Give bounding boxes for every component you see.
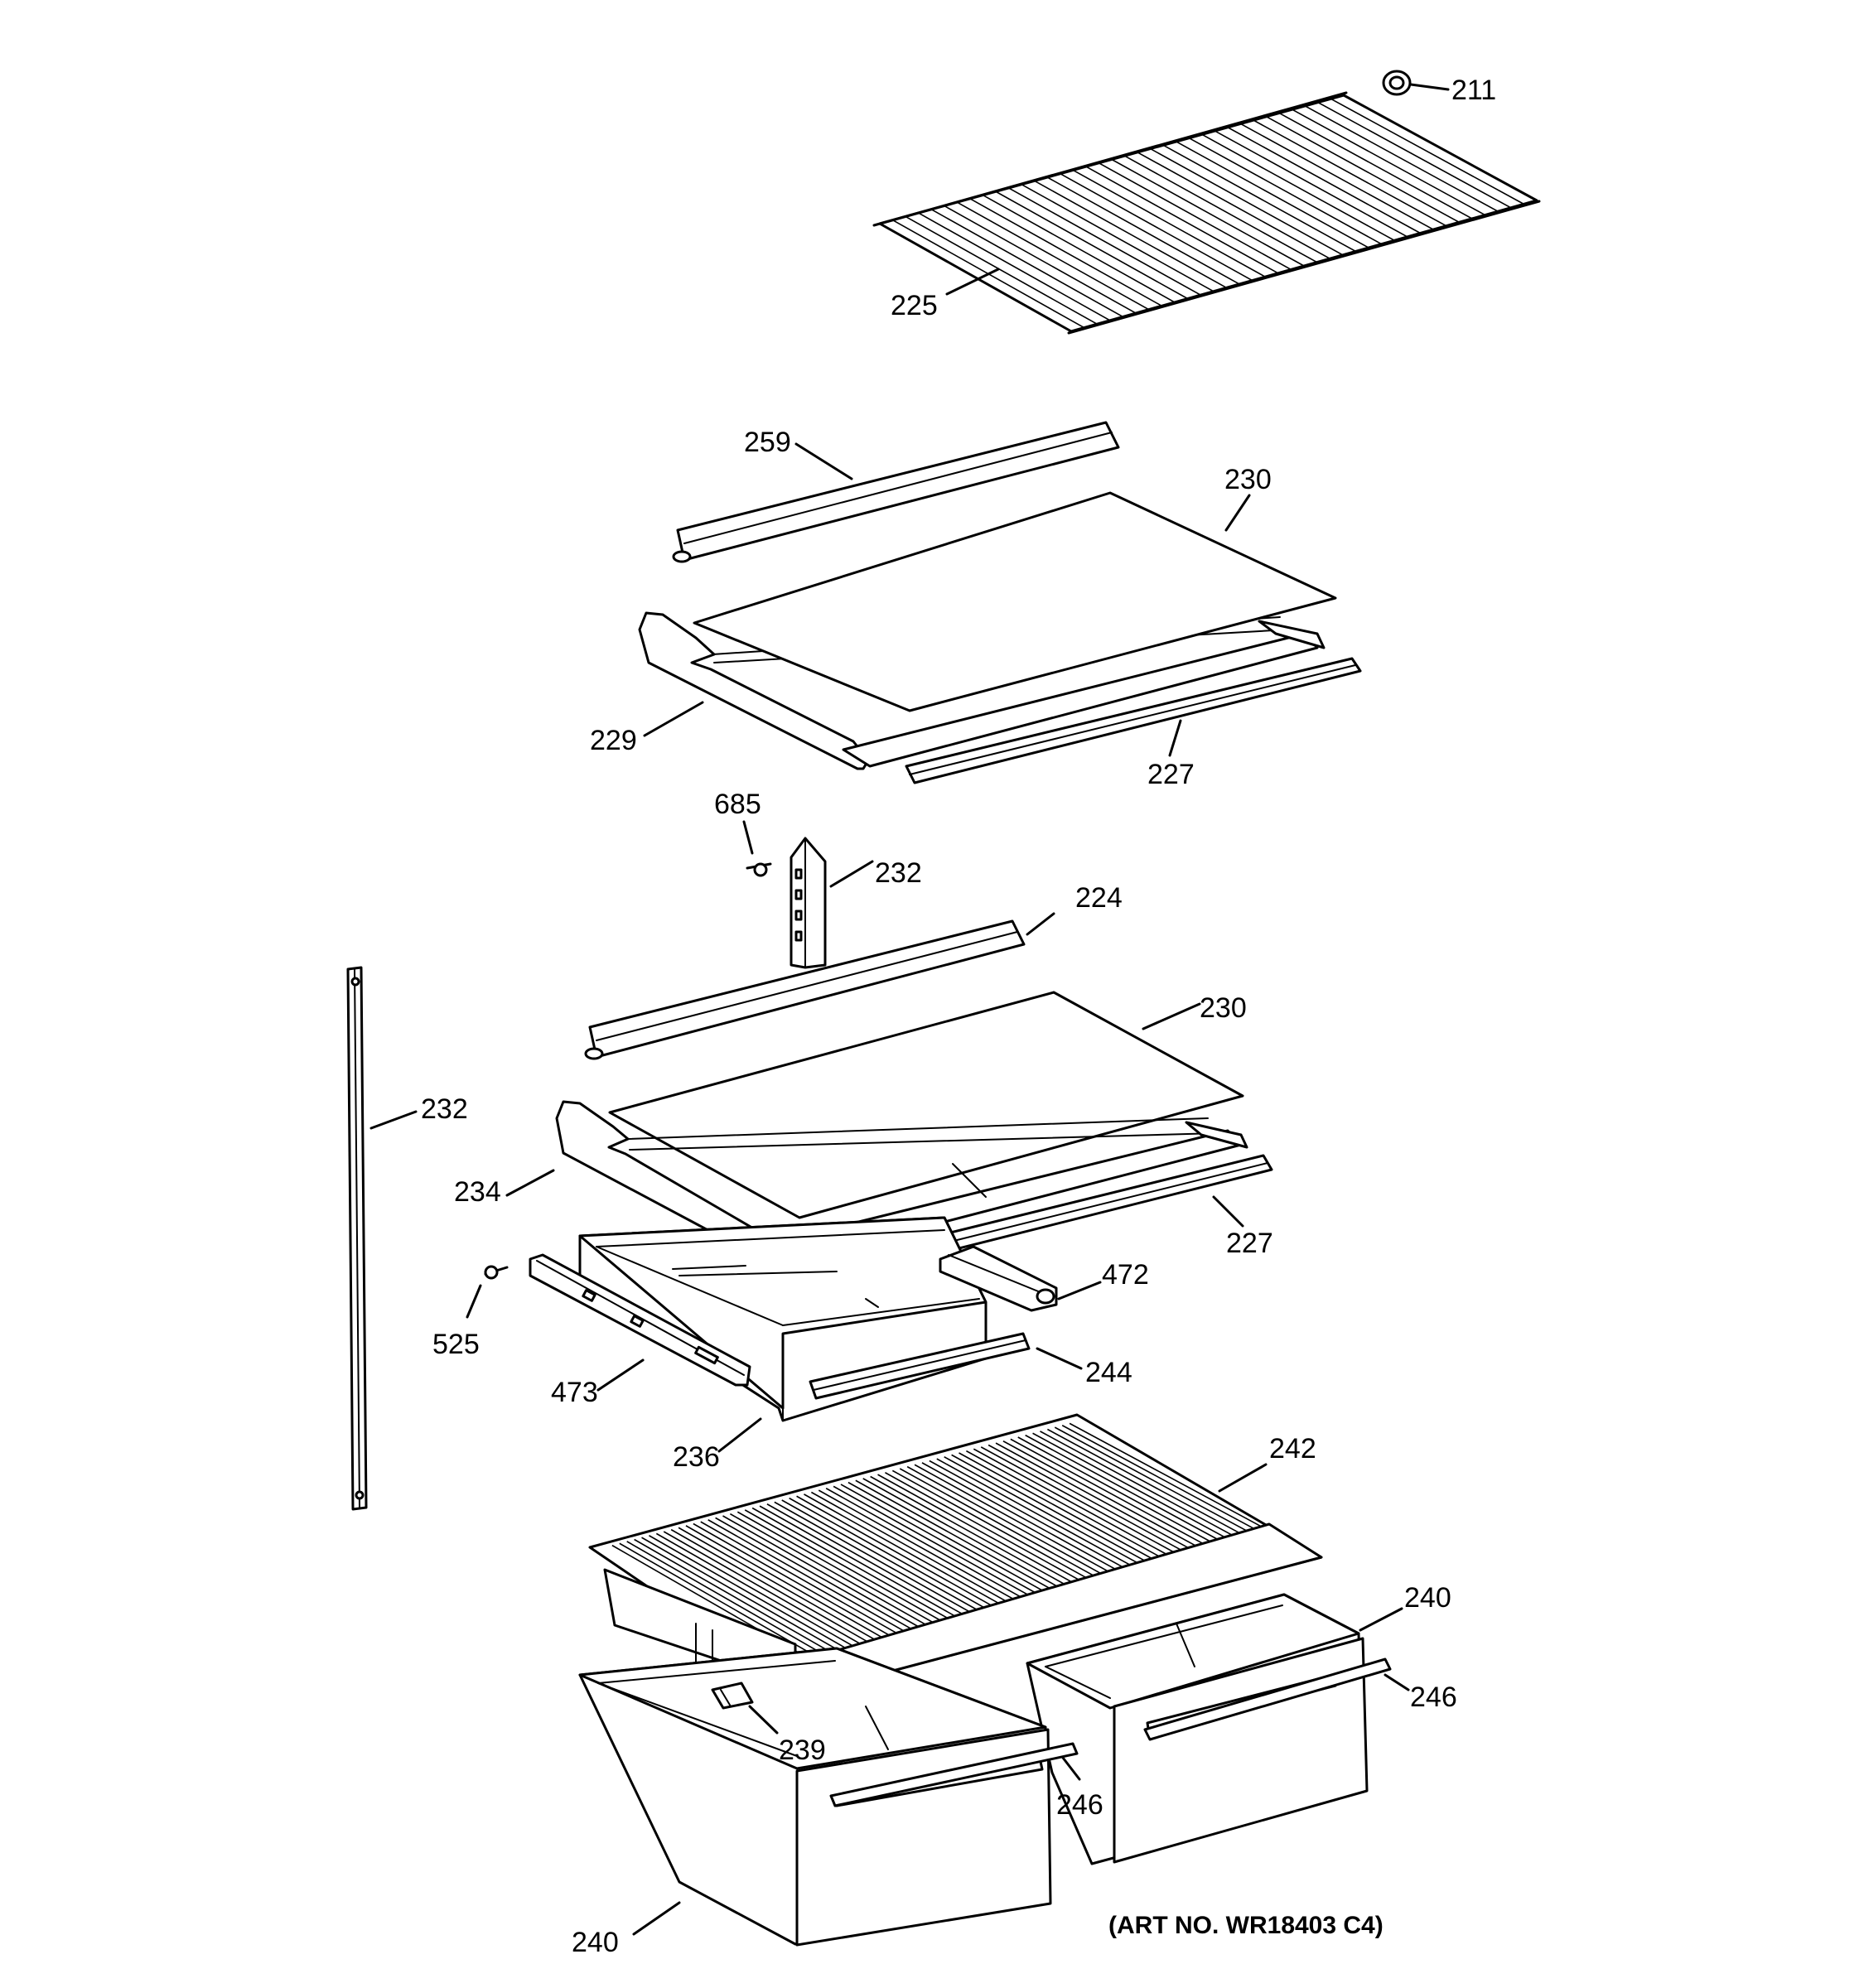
part-244-rail	[809, 1332, 1031, 1400]
part-230-glass-lower	[608, 991, 1244, 1219]
part-211-bumper	[1382, 70, 1412, 96]
callout-224: 224	[1075, 882, 1123, 914]
callout-225: 225	[891, 290, 938, 321]
callout-229: 229	[590, 725, 637, 756]
leader-246b	[1061, 1756, 1081, 1781]
leader-225	[945, 268, 1000, 296]
callout-232a: 232	[875, 857, 922, 889]
leader-472	[1057, 1281, 1102, 1300]
leader-236	[717, 1417, 762, 1453]
callout-234: 234	[454, 1176, 501, 1208]
part-230-glass-upper	[693, 491, 1337, 712]
leader-227b	[1212, 1195, 1244, 1228]
callout-230a: 230	[1224, 464, 1272, 495]
callout-246a: 246	[1410, 1682, 1457, 1713]
callout-240a: 240	[1404, 1582, 1451, 1614]
part-232-center-bracket	[790, 837, 827, 969]
leader-234	[505, 1169, 555, 1197]
leader-230a	[1224, 494, 1251, 532]
leader-230b	[1142, 1002, 1201, 1030]
callout-685: 685	[714, 789, 761, 820]
part-246-handle-right	[1143, 1657, 1392, 1741]
leader-240a	[1359, 1607, 1403, 1632]
shelf-wires	[892, 98, 1524, 329]
leader-232b	[369, 1110, 418, 1130]
part-525-screw	[484, 1265, 509, 1280]
leader-246a	[1384, 1673, 1410, 1691]
callout-211: 211	[1451, 75, 1496, 106]
callout-242: 242	[1269, 1433, 1316, 1464]
part-227-rail-upper	[905, 657, 1362, 784]
leader-473	[596, 1358, 645, 1392]
callout-227b: 227	[1226, 1228, 1273, 1259]
leader-240b	[632, 1901, 681, 1936]
leader-232a	[829, 860, 874, 888]
callout-472: 472	[1102, 1259, 1149, 1291]
callout-240b: 240	[572, 1927, 619, 1958]
part-259-shelf-trim	[672, 421, 1120, 563]
part-472-slide-rail	[939, 1245, 1058, 1312]
part-685-screw	[746, 862, 772, 877]
part-473-side-rail	[529, 1253, 751, 1387]
leader-211	[1409, 83, 1450, 91]
part-225-wire-shelf	[872, 91, 1541, 335]
leader-259	[794, 442, 853, 480]
cover-ribs	[611, 1422, 1269, 1666]
callout-525: 525	[432, 1329, 480, 1360]
part-246-handle-left	[829, 1742, 1079, 1807]
callout-232b: 232	[421, 1093, 468, 1125]
callout-473: 473	[551, 1377, 598, 1408]
leader-685	[742, 820, 754, 855]
part-224-shelf-trim	[584, 919, 1026, 1060]
leader-227a	[1168, 719, 1182, 757]
callout-246b: 246	[1056, 1789, 1103, 1821]
art-number: (ART NO. WR18403 C4)	[1108, 1912, 1384, 1939]
leader-244	[1036, 1347, 1083, 1370]
leader-239	[748, 1705, 779, 1735]
part-232-ladder-left	[346, 966, 368, 1511]
callout-244: 244	[1085, 1357, 1132, 1388]
callout-239: 239	[779, 1735, 826, 1766]
part-239-bracket	[711, 1682, 754, 1710]
part-240-drawer-left	[578, 1647, 1052, 1947]
callout-227a: 227	[1147, 759, 1195, 790]
callout-236: 236	[673, 1441, 720, 1473]
leader-242	[1218, 1463, 1268, 1493]
leader-525	[466, 1284, 482, 1319]
part-240-drawer-right	[1026, 1593, 1369, 1865]
leader-224	[1026, 912, 1055, 936]
callout-259: 259	[744, 427, 791, 458]
leader-229	[643, 701, 704, 737]
callout-230b: 230	[1200, 992, 1247, 1024]
